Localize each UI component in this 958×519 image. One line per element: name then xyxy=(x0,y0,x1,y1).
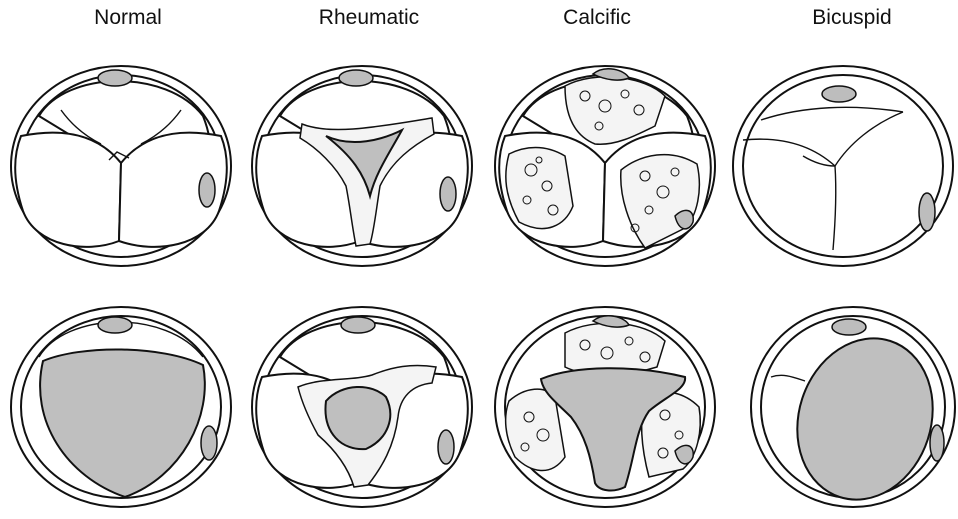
bicuspid-closed-valve xyxy=(733,66,953,266)
calcific-closed-valve xyxy=(495,66,715,266)
normal-open-valve xyxy=(11,307,231,507)
calcific-open-valve xyxy=(495,307,715,507)
rheumatic-closed-valve xyxy=(252,66,472,266)
bicuspid-open-valve xyxy=(751,307,955,517)
rheumatic-open-valve xyxy=(252,307,472,507)
normal-closed-valve xyxy=(11,66,231,266)
